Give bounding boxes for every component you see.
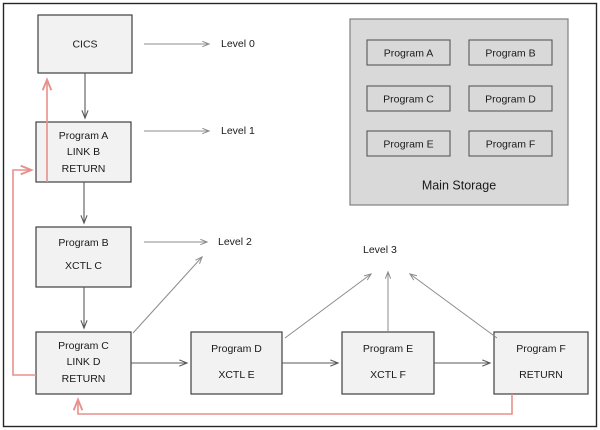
flow-box-cics (37, 14, 133, 74)
flow-label-program-a-line-1: LINK B (67, 146, 100, 158)
flow-node-program-d: Program D XCTL E (190, 331, 283, 395)
level-label-3: Level 3 (363, 244, 397, 256)
arrow-level-3-from-program-f (408, 273, 498, 339)
main-storage-title: Main Storage (422, 178, 496, 192)
flow-node-program-b: Program B XCTL C (35, 226, 132, 288)
flow-box-program-d (190, 331, 283, 395)
memory-box-program-c (366, 85, 451, 112)
memory-slot-program-d: Program D (468, 85, 553, 112)
flow-label-program-d-line-1: XCTL E (218, 369, 254, 381)
memory-slot-program-f: Program F (468, 130, 553, 157)
flow-label-program-c-line-1: LINK D (67, 356, 101, 368)
memory-label-program-a: Program A (384, 47, 434, 59)
memory-label-program-b: Program B (485, 47, 535, 59)
flow-label-program-f-line-1: RETURN (519, 369, 563, 381)
memory-box-program-b (468, 39, 553, 66)
memory-slot-program-a: Program A (366, 39, 451, 66)
flow-box-program-e (341, 331, 435, 395)
flow-node-cics: CICS (37, 14, 133, 74)
flow-label-program-d-line-0: Program D (211, 343, 262, 355)
flow-node-program-f: Program F RETURN (493, 331, 589, 395)
flow-box-program-f (493, 331, 589, 395)
memory-label-program-e: Program E (383, 138, 433, 150)
level-label-0: Level 0 (221, 38, 255, 50)
memory-label-program-c: Program C (383, 93, 434, 105)
level-label-2: Level 2 (218, 236, 252, 248)
flow-node-program-c: Program C LINK D RETURN (35, 331, 132, 395)
flow-label-program-c-line-2: RETURN (62, 373, 106, 385)
flow-label-program-b-line-0: Program B (58, 237, 108, 249)
flow-label-program-c-line-0: Program C (58, 340, 109, 352)
flow-label-program-f-line-0: Program F (516, 343, 566, 355)
flow-label-program-a-line-2: RETURN (62, 163, 106, 175)
flow-label-program-e-line-0: Program E (363, 343, 413, 355)
flow-box-program-b (35, 226, 132, 288)
arrow-level-3-from-program-d (284, 273, 373, 339)
memory-label-program-f: Program F (486, 138, 536, 150)
return-arrow-program-c-to-program-a (12, 170, 36, 376)
flow-node-program-e: Program E XCTL F (341, 331, 435, 395)
memory-slot-program-e: Program E (366, 130, 451, 157)
arrow-level-2-from-program-c (132, 255, 203, 334)
flow-box-program-a (35, 121, 132, 183)
flow-label-program-b-line-1: XCTL C (65, 260, 102, 272)
main-storage-panel: Program A Program B Program C Program D … (349, 18, 569, 206)
memory-slot-program-b: Program B (468, 39, 553, 66)
flow-node-program-a: Program A LINK B RETURN (35, 121, 132, 183)
memory-slot-program-c: Program C (366, 85, 451, 112)
memory-label-program-d: Program D (485, 93, 536, 105)
level-label-1: Level 1 (221, 125, 255, 137)
memory-box-program-e (366, 130, 451, 157)
return-arrow-program-f-to-program-c (78, 394, 513, 415)
memory-box-program-a (366, 39, 451, 66)
memory-box-program-f (468, 130, 553, 157)
memory-box-program-d (468, 85, 553, 112)
flow-label-program-a-line-0: Program A (59, 130, 109, 142)
flow-label-cics-line-0: CICS (72, 38, 97, 50)
flow-label-program-e-line-1: XCTL F (370, 369, 406, 381)
flow-box-program-c (35, 331, 132, 395)
